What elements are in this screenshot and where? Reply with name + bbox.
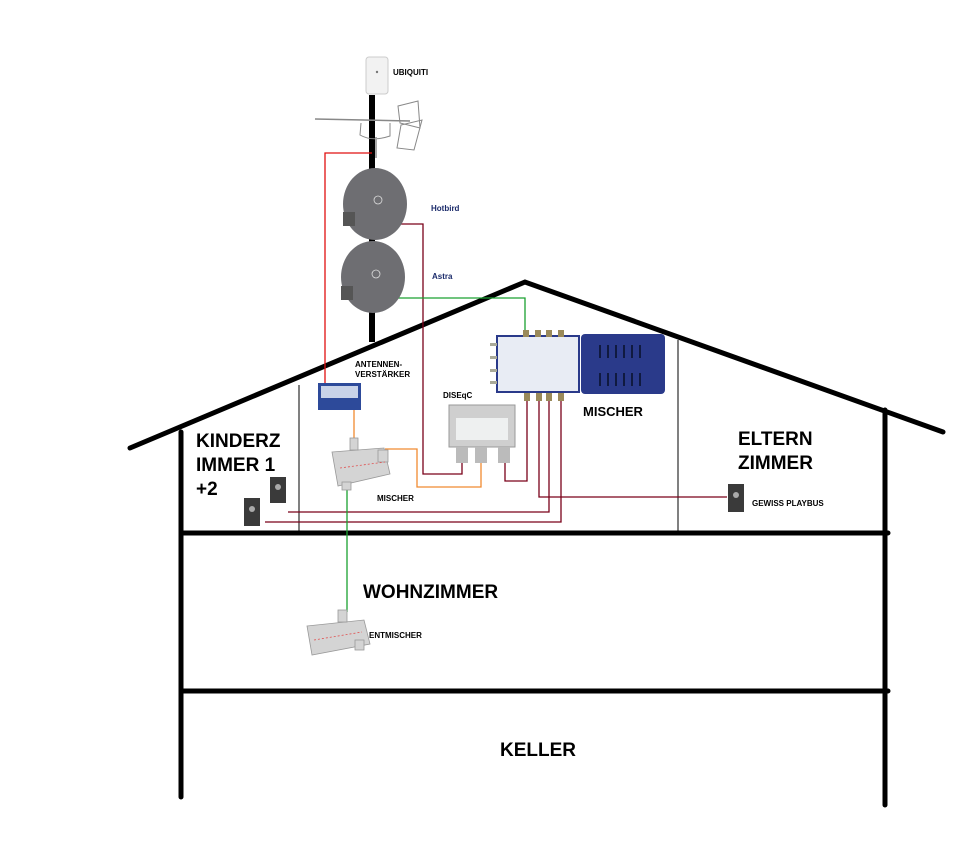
kinder-line-3: +2 [196,479,218,500]
coax-eltern [538,400,727,498]
label-amplifier-2: VERSTÄRKER [355,370,411,379]
coax-diseqc-multiswitch [504,400,528,482]
multiswitch [490,330,580,401]
power-supply [581,334,665,394]
coax-kinder-2 [265,400,562,523]
dish-astra [341,241,405,313]
coax-splitter-diseqc [385,448,482,488]
wall-outlet-kinder-1 [270,477,286,503]
kinder-line-2: IMMER 1 [196,455,276,476]
entmischer-device [306,609,371,656]
coax-kinder-1 [288,400,550,513]
label-hotbird: Hotbird [431,204,460,213]
label-astra: Astra [432,272,453,281]
label-entmischer: ENTMISCHER [369,631,422,640]
label-amplifier-1: ANTENNEN- [355,360,403,369]
label-keller: KELLER [500,740,576,761]
coax-astra-green [396,297,526,333]
label-ubiquiti: UBIQUITI [393,68,429,77]
label-wohnzimmer: WOHNZIMMER [363,582,499,603]
splitter-mischer [331,437,391,491]
diseqc-switch [448,404,516,463]
coax-hotbird [398,223,463,475]
label-gewiss: GEWISS PLAYBUS [752,499,824,508]
ubiquiti-device [365,56,389,95]
label-elternzimmer: ELTERN ZIMMER [738,428,813,476]
terrestrial-antenna [314,100,423,158]
label-splitter: MISCHER [377,494,414,503]
eltern-line-2: ZIMMER [738,453,813,474]
coax-terrestrial-red [324,152,372,385]
antenna-amplifier [318,383,361,410]
dish-hotbird [343,168,407,240]
kinder-line-1: KINDERZ [196,431,281,452]
label-kinderzimmer: KINDERZ IMMER 1 +2 [196,430,280,502]
house-structure [127,279,946,808]
wall-outlet-kinder-2 [244,498,260,526]
wall-outlet-eltern [728,484,744,512]
label-multiswitch: MISCHER [583,404,643,419]
roof [127,279,946,451]
eltern-line-1: ELTERN [738,429,813,450]
label-diseqc: DISEqC [443,391,473,400]
